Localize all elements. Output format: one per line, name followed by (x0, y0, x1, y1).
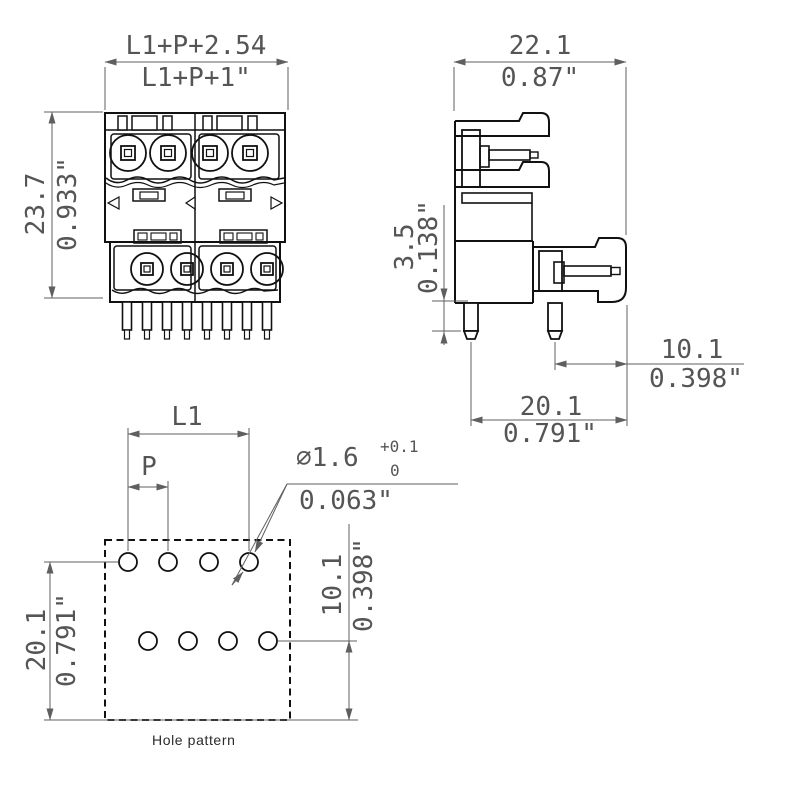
hole-height-inch-label: 0.791" (52, 593, 82, 687)
front-width-inch-label: L1+P+1" (141, 63, 251, 93)
front-dimension-lines (44, 58, 289, 299)
front-edge-clips (106, 195, 284, 211)
front-height-metric-label: 23.7 (21, 172, 51, 236)
hole-diameter-metric-label: ⌀1.6 (296, 443, 359, 473)
hole-row-2 (138, 631, 278, 651)
hole-diameter-tol-upper-label: +0.1 (380, 437, 419, 456)
front-upper-wavy (105, 176, 285, 184)
hole-row-offset-metric-label: 10.1 (318, 553, 348, 617)
hole-pattern-dimension-lines (44, 428, 458, 721)
hole-height-metric-label: 20.1 (22, 608, 52, 672)
front-view (104, 112, 286, 340)
front-lower-wavy (111, 287, 279, 295)
hole-row-offset-inch-label: 0.398" (349, 538, 379, 632)
front-lower-screws (130, 252, 284, 286)
hole-pattern-caption: Hole pattern (152, 732, 236, 748)
side-width-inch-label: 0.87" (500, 63, 580, 93)
hole-pattern-outline (104, 539, 291, 721)
side-dimension-lines (432, 58, 744, 426)
front-width-metric-label: L1+P+2.54 (125, 31, 267, 61)
front-upper-screws (109, 134, 269, 172)
hole-diameter-tol-lower-label: 0 (390, 461, 400, 480)
hole-pitch-label: P (141, 452, 157, 482)
side-view (454, 112, 627, 340)
side-lower-pin (563, 265, 612, 277)
side-pin1-edge-inch-label: 0.791" (503, 419, 597, 449)
hole-pattern-view (104, 539, 291, 721)
hole-row-1 (118, 552, 259, 572)
side-lower-plug (533, 237, 627, 303)
side-mid-horn (455, 161, 550, 188)
hole-span-label: L1 (171, 402, 203, 432)
side-pin1-edge-metric-label: 20.1 (519, 392, 583, 422)
front-height-inch-label: 0.933" (53, 157, 83, 251)
side-upper-pin (488, 149, 531, 161)
front-latches (132, 188, 252, 202)
side-upper-horn (455, 112, 550, 137)
front-top-tabs (117, 115, 258, 131)
hole-diameter-inch-label: 0.063" (299, 486, 393, 516)
side-solder-pins (462, 302, 564, 340)
front-pins (121, 301, 273, 340)
side-pin2-edge-metric-label: 10.1 (660, 335, 724, 365)
side-width-metric-label: 22.1 (508, 31, 572, 61)
front-lower-tabs (133, 229, 268, 244)
side-pin-length-inch-label: 0.138" (414, 200, 444, 294)
side-pin2-edge-inch-label: 0.398" (649, 364, 743, 394)
